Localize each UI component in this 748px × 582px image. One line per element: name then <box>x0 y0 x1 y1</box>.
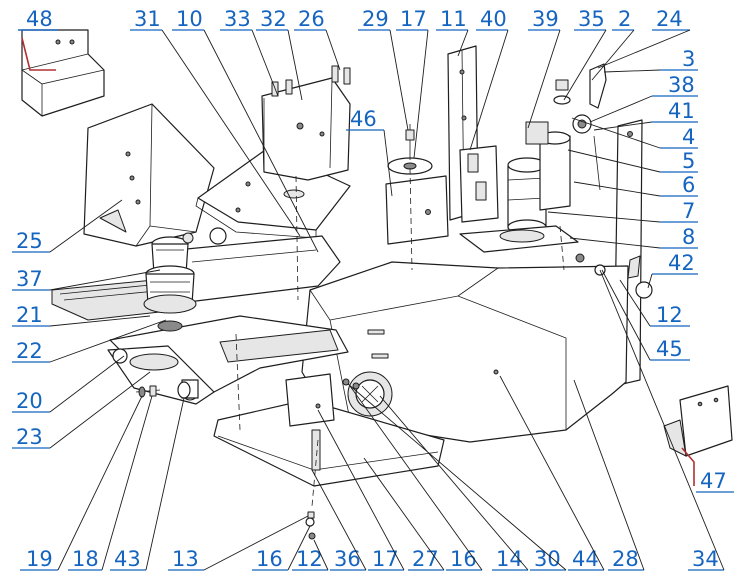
callout-25: 25 <box>16 229 43 253</box>
callout-3: 3 <box>682 47 695 71</box>
detached-guard-47 <box>663 385 733 486</box>
callout-47: 47 <box>700 469 727 493</box>
cover-25 <box>83 103 215 247</box>
callout-16: 16 <box>256 547 283 571</box>
callout-31: 31 <box>134 7 161 31</box>
callout-24: 24 <box>656 7 683 31</box>
callout-12: 12 <box>656 303 683 327</box>
drive-stack <box>143 227 227 332</box>
disk-29 <box>387 124 433 175</box>
callout-48: 48 <box>26 7 53 31</box>
callout-11: 11 <box>440 7 467 31</box>
callout-40: 40 <box>480 7 507 31</box>
callout-22: 22 <box>16 339 43 363</box>
callout-35: 35 <box>578 7 605 31</box>
callout-6: 6 <box>682 173 695 197</box>
callout-17: 17 <box>372 547 399 571</box>
bottom-tray-27 <box>213 373 445 487</box>
callout-23: 23 <box>16 425 43 449</box>
callout-45: 45 <box>656 337 683 361</box>
callout-27: 27 <box>412 547 439 571</box>
callout-5: 5 <box>682 149 695 173</box>
main-housing <box>301 261 629 443</box>
callout-29: 29 <box>362 7 389 31</box>
drawing <box>21 29 733 540</box>
callout-26: 26 <box>298 7 325 31</box>
callout-34: 34 <box>692 547 719 571</box>
callout-44: 44 <box>572 547 599 571</box>
assembly-axes <box>235 167 565 507</box>
plate-46 <box>385 175 449 245</box>
callout-12: 12 <box>296 547 323 571</box>
callout-2: 2 <box>618 7 631 31</box>
callout-42: 42 <box>668 251 695 275</box>
motor-5 <box>525 63 607 211</box>
callout-10: 10 <box>176 7 203 31</box>
callout-labels: 48 31 10 33 32 26 29 17 11 40 39 35 2 24… <box>16 7 727 571</box>
callout-32: 32 <box>260 7 287 31</box>
callout-43: 43 <box>114 547 141 571</box>
callout-8: 8 <box>682 225 695 249</box>
callout-37: 37 <box>16 267 43 291</box>
callout-16: 16 <box>450 547 477 571</box>
callout-33: 33 <box>224 7 251 31</box>
callout-20: 20 <box>16 389 43 413</box>
cylinder-7 <box>459 157 579 253</box>
callout-7: 7 <box>682 199 695 223</box>
callout-18: 18 <box>72 547 99 571</box>
callout-19: 19 <box>26 547 53 571</box>
callout-39: 39 <box>532 7 559 31</box>
leader-lines <box>12 29 734 571</box>
bracket-39 <box>459 145 499 223</box>
callout-46: 46 <box>350 107 377 131</box>
callout-30: 30 <box>534 547 561 571</box>
callout-21: 21 <box>16 303 43 327</box>
callout-4: 4 <box>682 125 695 149</box>
callout-41: 41 <box>668 99 695 123</box>
callout-38: 38 <box>668 73 695 97</box>
callout-28: 28 <box>612 547 639 571</box>
callout-36: 36 <box>334 547 361 571</box>
small-parts <box>135 253 653 540</box>
callout-13: 13 <box>172 547 199 571</box>
callout-17: 17 <box>400 7 427 31</box>
bracket-32 <box>261 65 351 181</box>
detached-guard-48 <box>21 29 105 117</box>
